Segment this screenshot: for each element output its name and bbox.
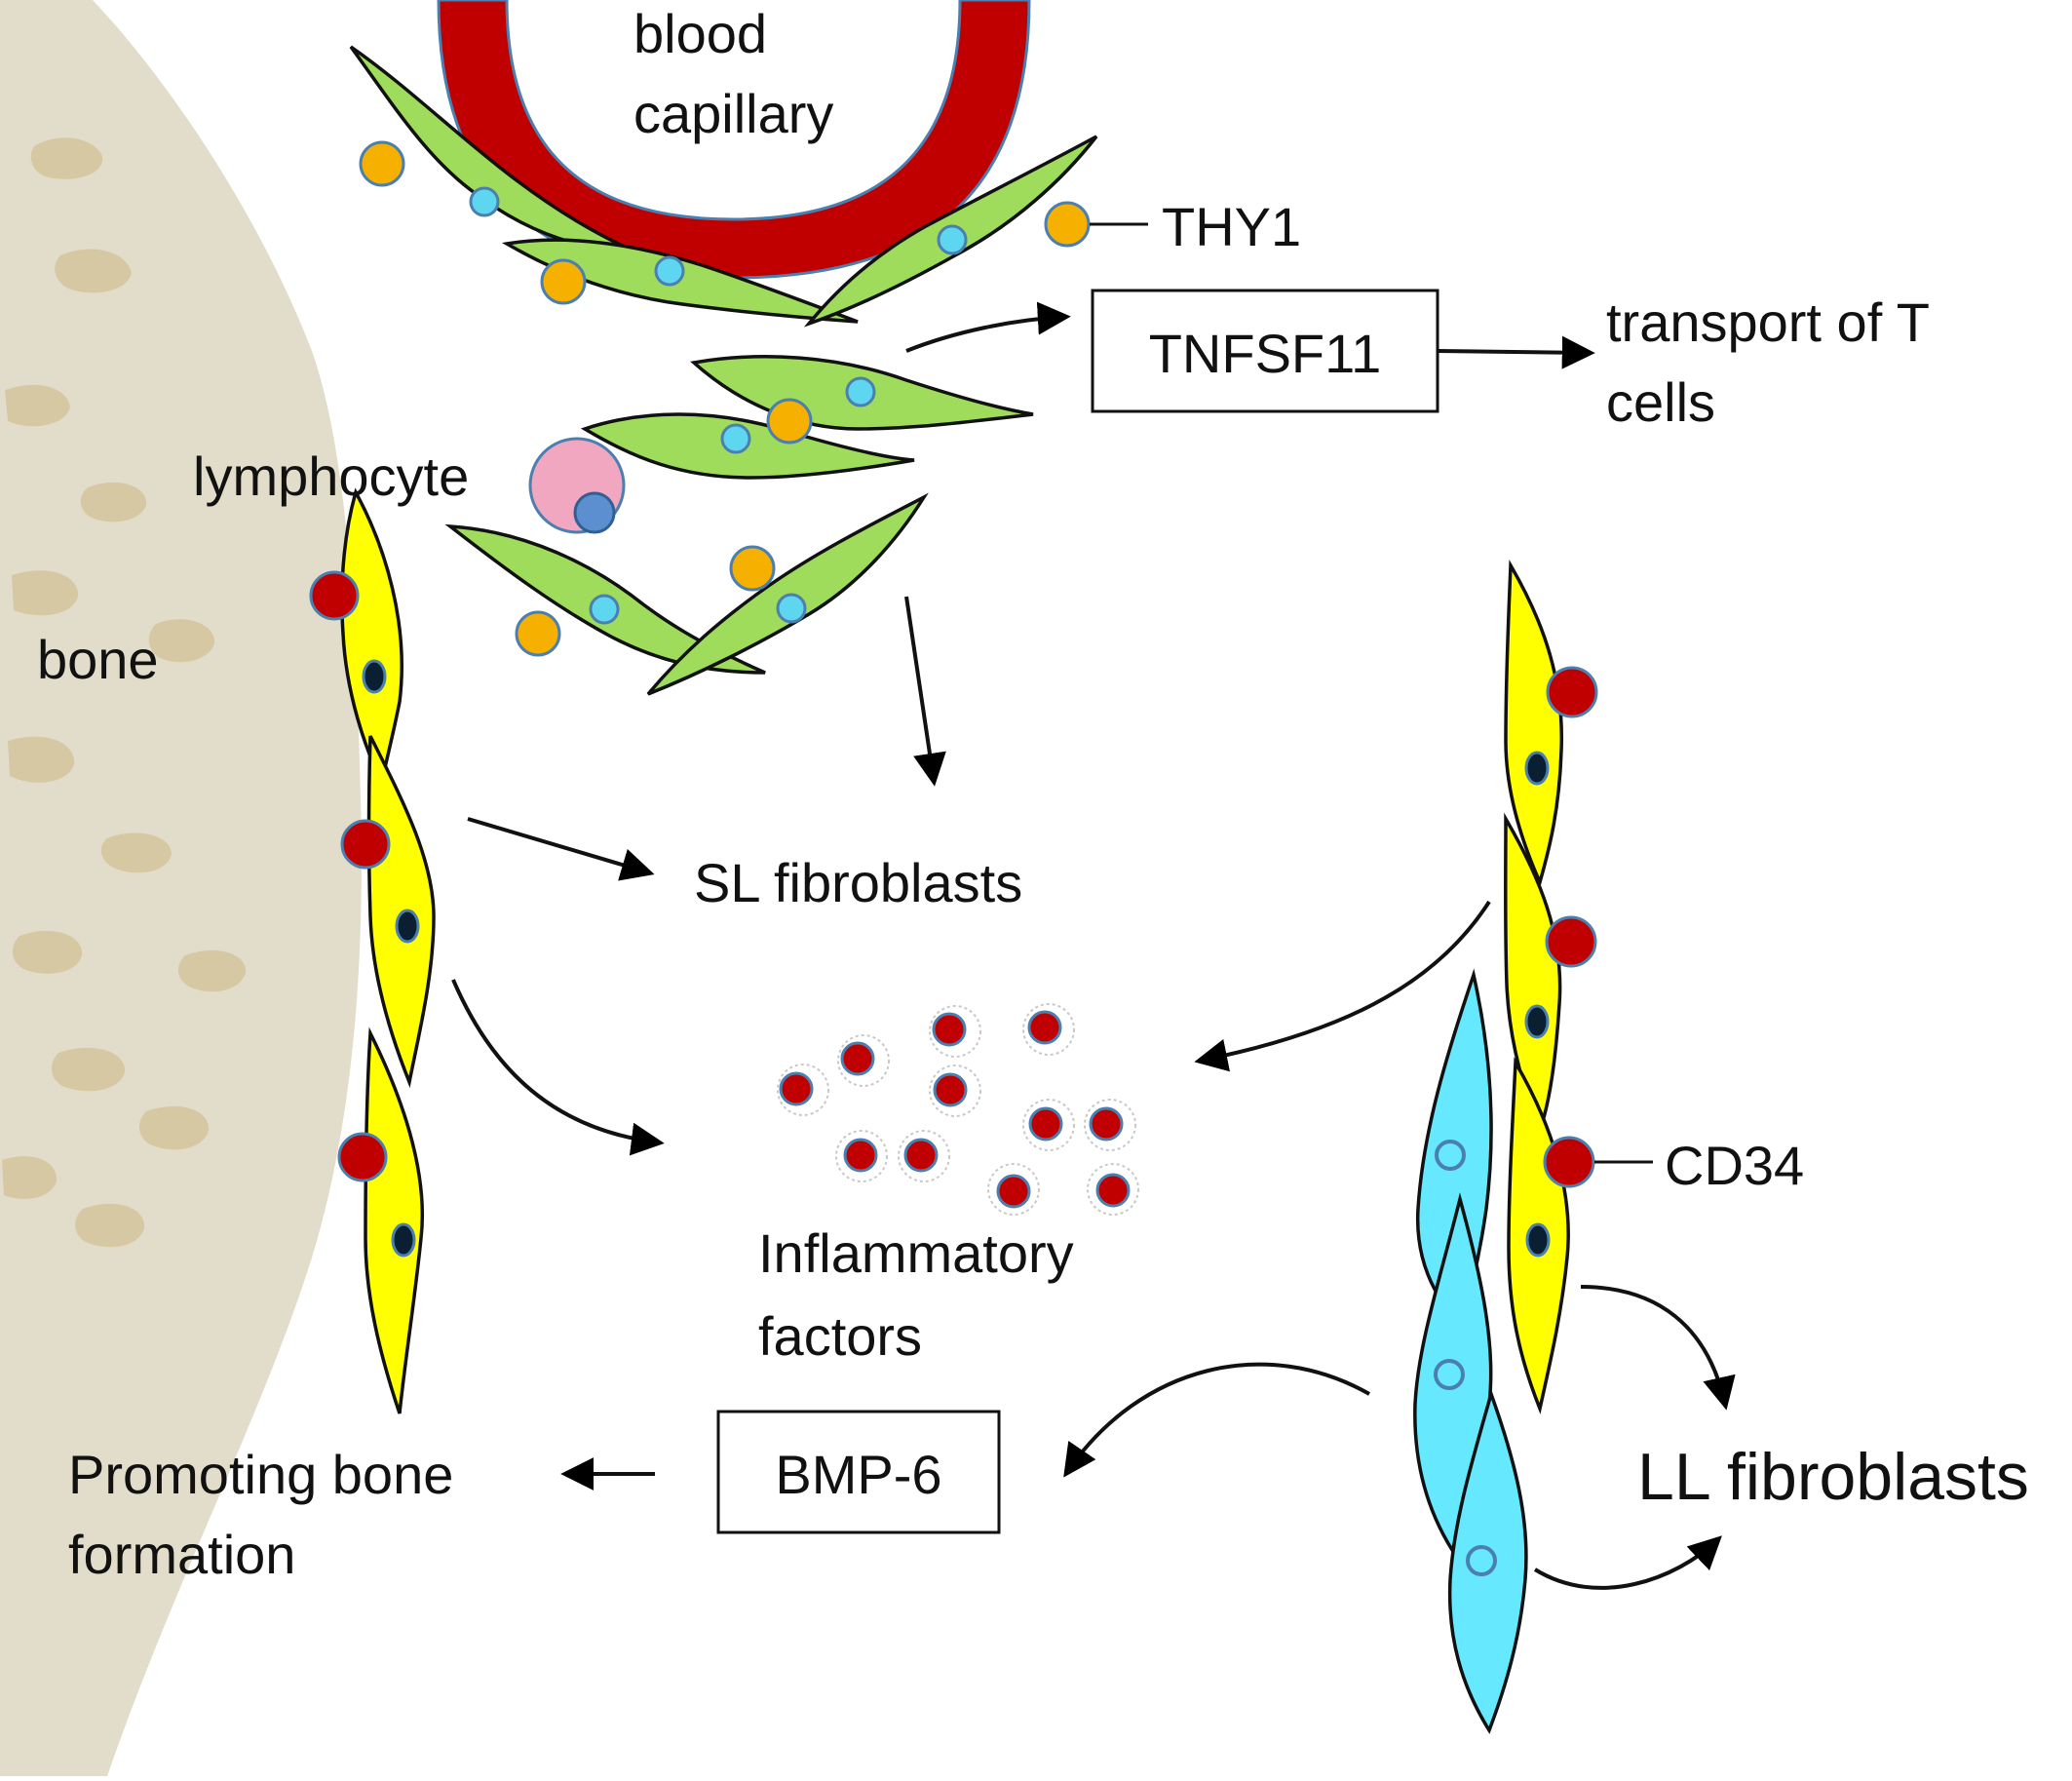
lymphocyte-cell: [528, 437, 626, 534]
yellow-cell: [364, 1026, 425, 1414]
blood-capillary-label-line2: capillary: [633, 83, 833, 144]
arrows: [451, 301, 1736, 1590]
bone-shape: [0, 0, 362, 1776]
arrow-green-to-tnfsf11: [905, 301, 1071, 353]
factor-dots: [779, 1010, 1131, 1209]
lymphocyte-label: lymphocyte: [193, 445, 469, 507]
thy1-markers: [359, 140, 1091, 657]
yellow-left-nuclei: [362, 659, 420, 1258]
bmp6-label: BMP-6: [775, 1444, 941, 1505]
sl-fibroblasts-label: SL fibroblasts: [694, 852, 1022, 913]
inflammatory-factors-label-line2: factors: [758, 1305, 922, 1367]
green-cell: [501, 238, 859, 324]
cd34-markers-right: [1543, 666, 1598, 1188]
arrow-cyan-to-ll: [1533, 1535, 1722, 1590]
arrow-tnfsf11-to-transport: [1437, 335, 1595, 369]
cd34-label: CD34: [1665, 1135, 1804, 1196]
arrow-yellow-to-sl: [467, 817, 655, 881]
tnfsf11-box: [1091, 289, 1439, 413]
green-cell: [580, 412, 915, 480]
arrow-yellow-to-ll: [1580, 1285, 1736, 1411]
cd34-markers-left: [309, 570, 391, 1182]
green-cell-nuclei: [469, 186, 968, 625]
transport-label-line2: cells: [1606, 371, 1715, 433]
cyan-fibroblasts: [1413, 968, 1528, 1734]
factor-halos: [777, 1003, 1139, 1216]
arrow-yellow-to-inflammatory: [451, 979, 665, 1156]
cyan-nuclei: [1434, 1140, 1497, 1576]
tnfsf11-label: TNFSF11: [1149, 323, 1382, 384]
bone-label: bone: [37, 629, 159, 690]
inflammatory-factors-label-line1: Inflammatory: [758, 1222, 1074, 1284]
ll-fibroblasts-label: LL fibroblasts: [1637, 1440, 2029, 1514]
promoting-bone-label-line2: formation: [68, 1524, 295, 1585]
arrow-cyan-to-bmp6: [1063, 1362, 1370, 1478]
arrow-right-to-inflammatory: [1194, 900, 1491, 1072]
arrow-green-to-sl: [904, 596, 946, 787]
bmp6-box: [716, 1410, 1001, 1534]
thy1-label: THY1: [1162, 196, 1301, 257]
promoting-bone-label-line1: Promoting bone: [68, 1444, 453, 1505]
yellow-right-nuclei: [1524, 751, 1551, 1258]
yellow-fibroblasts-left: [340, 487, 436, 1414]
bone-spots: [2, 137, 247, 1248]
inflammatory-factors-cluster: [777, 1003, 1139, 1216]
yellow-cell: [366, 735, 436, 1089]
bone-region: [0, 0, 362, 1776]
blood-capillary-label-line1: blood: [633, 3, 767, 64]
transport-label-line1: transport of T: [1606, 291, 1930, 353]
